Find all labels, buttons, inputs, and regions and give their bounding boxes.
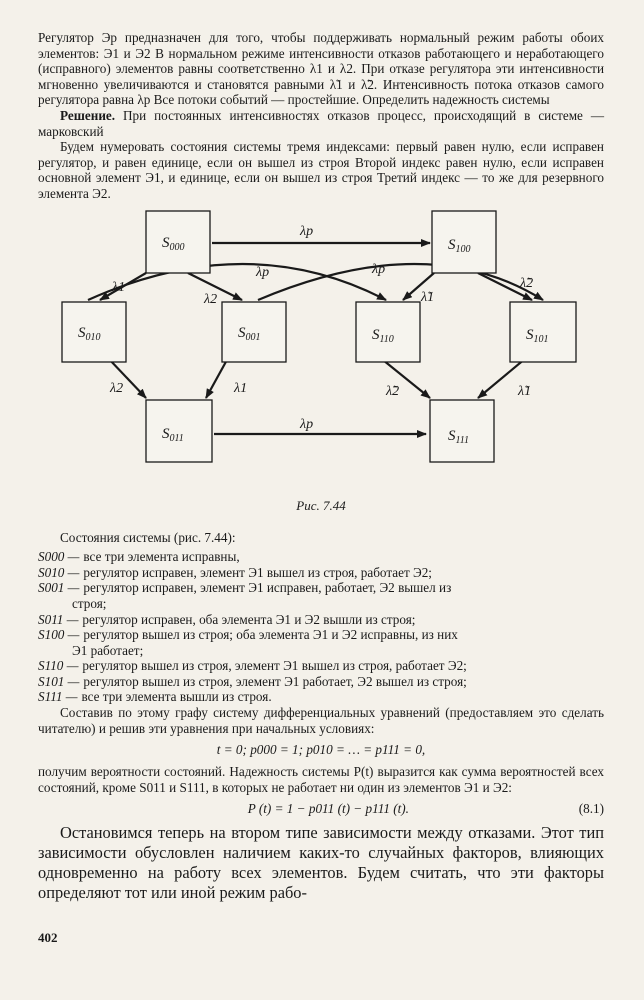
edge-label-l2t-a: λ̃2 <box>519 276 533 291</box>
page-number: 402 <box>38 930 58 945</box>
paragraph-solution: Решение. При постоянных интенсивностях о… <box>38 108 604 139</box>
state-item-continuation: Э1 работает; <box>72 642 144 658</box>
paragraph-compose: Составив по этому графу систему дифферен… <box>38 705 604 736</box>
solution-text: При постоянных интенсивностях отказов пр… <box>38 107 605 139</box>
state-node-s010 <box>61 300 127 363</box>
paragraph-closing: Остановимся теперь на втором типе зависи… <box>38 823 604 903</box>
formula-number: (8.1) <box>578 801 604 817</box>
edge-label-l1-a: λ1 <box>111 280 125 295</box>
arrow-s100-s101 <box>477 271 533 301</box>
state-item: S001 —регулятор исправен, элемент Э1 исп… <box>38 580 452 596</box>
state-item: S000 —все три элемента исправны, <box>38 549 240 565</box>
state-graph: S000 S100 S010 S001 S110 S101 S011 S111 … <box>61 209 577 463</box>
state-node-s100 <box>431 209 497 274</box>
edge-label-lp-arc2: λр <box>371 262 385 277</box>
node-label-s101: S101 <box>526 327 549 345</box>
states-intro: Состояния системы (рис. 7.44): <box>60 529 236 545</box>
node-label-s010: S010 <box>78 325 101 343</box>
arrow-s000-s001 <box>187 271 243 301</box>
formula-spacer <box>38 799 78 819</box>
state-node-s101 <box>509 300 577 363</box>
initial-conditions: t = 0; p000 = 1; p010 = … = p111 = 0, <box>216 742 426 758</box>
node-label-s111: S111 <box>448 428 469 446</box>
state-item: S111 —все три элемента вышли из строя. <box>38 689 272 705</box>
state-node-s001 <box>221 300 287 363</box>
edge-label-l1t-a: λ̃1 <box>420 290 434 305</box>
arrow-s001-s101 <box>257 262 544 301</box>
book-page: Регулятор Эр предназначен для того, чтоб… <box>38 30 604 903</box>
edge-label-l2-b: λ2 <box>109 381 123 396</box>
edge-label-lp-arc1: λр <box>255 265 269 280</box>
formula-8-1: P (t) = 1 − p011 (t) − p111 (t). (8.1) <box>38 799 604 819</box>
node-label-s100: S100 <box>448 237 471 255</box>
edge-label-l2t-b: λ̃2 <box>385 384 399 399</box>
formula-body: P (t) = 1 − p011 (t) − p111 (t). <box>247 801 409 817</box>
paragraph-result: получим вероятности состояний. Надежност… <box>38 764 604 795</box>
edge-label-l2-a: λ2 <box>203 292 217 307</box>
state-node-s110 <box>355 300 421 363</box>
node-label-s011: S011 <box>162 426 184 444</box>
state-graph-figure: S000 S100 S010 S001 S110 S101 S011 S111 … <box>38 208 604 488</box>
edge-label-lp-bottom: λр <box>299 417 313 432</box>
arrow-s100-s110 <box>402 271 435 301</box>
state-node-s011 <box>145 398 213 463</box>
state-item: S010 —регулятор исправен, элемент Э1 выш… <box>38 564 432 580</box>
state-item: S100 —регулятор вышел из строя; оба элем… <box>38 627 458 643</box>
paragraph-numbering: Будем нумеровать состояния системы тремя… <box>38 139 604 201</box>
state-node-s111 <box>429 398 495 463</box>
arrow-s010-s110 <box>87 262 387 301</box>
arrow-s001-s011 <box>205 357 229 399</box>
arrow-s110-s111 <box>382 358 431 399</box>
states-list: S000 —все три элемента исправны, S010 —р… <box>38 549 604 705</box>
arrow-s010-s011 <box>107 356 147 399</box>
solution-label: Решение. <box>60 107 116 123</box>
node-label-s000: S000 <box>162 235 185 253</box>
edge-label-l1t-b: λ̃1 <box>517 384 531 399</box>
node-label-s110: S110 <box>372 327 394 345</box>
transition-arrows <box>87 238 544 438</box>
state-item-continuation: строя; <box>72 595 107 611</box>
paragraph-regulator: Регулятор Эр предназначен для того, чтоб… <box>38 30 604 108</box>
state-item: S011 —регулятор исправен, оба элемента Э… <box>38 611 416 627</box>
state-item: S110 —регулятор вышел из строя, элемент … <box>38 658 467 674</box>
edge-label-l1-b: λ1 <box>233 381 247 396</box>
node-label-s001: S001 <box>238 325 261 343</box>
arrow-s101-s111 <box>477 356 527 399</box>
state-item: S101 —регулятор вышел из строя, элемент … <box>38 673 467 689</box>
figure-caption: Рис. 7.44 <box>296 497 346 513</box>
state-node-s000 <box>145 209 211 274</box>
edge-label-lp-top: λр <box>299 224 313 239</box>
